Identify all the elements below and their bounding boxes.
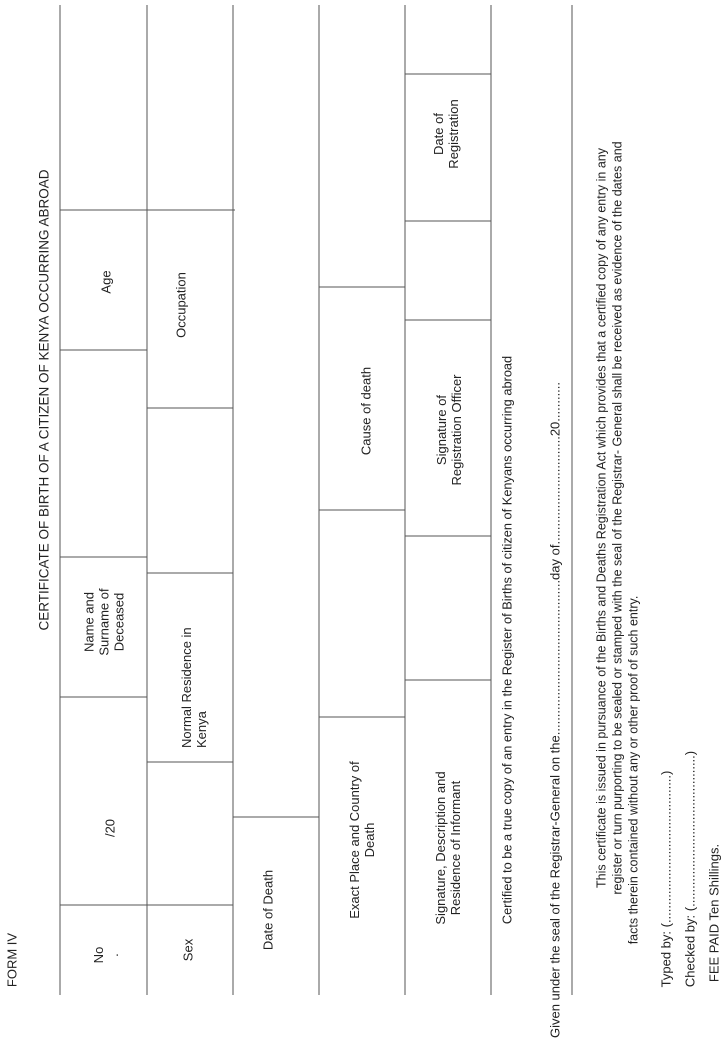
- cell-normal-residence: Normal Residence in Kenya: [179, 627, 209, 748]
- notice-line-3: facts therein contained without any or o…: [626, 595, 641, 945]
- notice-line-1: This certificate is issued in pursuance …: [594, 148, 609, 888]
- cell-exact-place: Exact Place and Country of Death: [347, 761, 377, 919]
- given-under-seal-text: Given under the seal of the Registrar-Ge…: [547, 381, 563, 1038]
- typed-by-field: Typed by: (.............................…: [658, 770, 674, 988]
- certified-text: Certified to be a true copy of an entry …: [499, 355, 515, 925]
- cell-name-of-deceased: Name and Surname of Deceased: [81, 588, 127, 656]
- cell-registration-date: Date of Registration: [431, 99, 461, 169]
- cell-informant: Signature, Description and Residence of …: [433, 771, 463, 925]
- fee-paid-text: FEE PAID Ten Shillings.: [706, 843, 722, 983]
- notice-line-2: register or turn purporting to be sealed…: [610, 141, 625, 895]
- checked-by-field: Checked by: (...........................…: [682, 750, 698, 988]
- cell-occupation: Occupation: [173, 272, 189, 338]
- form-label: FORM IV: [4, 932, 20, 988]
- certificate-title: CERTIFICATE OF BIRTH OF A CITIZEN OF KEN…: [36, 169, 52, 631]
- cell-no: No .: [91, 946, 121, 964]
- cell-age: Age: [98, 270, 114, 294]
- cell-year: /20: [102, 818, 118, 838]
- cell-registration-officer: Signature of Registration Officer: [434, 374, 464, 486]
- cell-sex: Sex: [180, 938, 196, 962]
- cell-cause-of-death: Cause of death: [358, 366, 374, 456]
- cell-date-of-death: Date of Death: [260, 869, 276, 951]
- table-grid: [59, 5, 573, 995]
